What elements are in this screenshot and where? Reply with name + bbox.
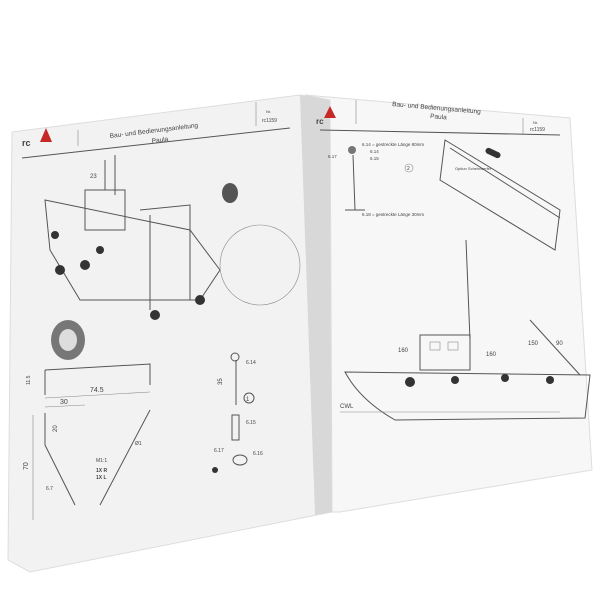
nr-value: rc1159 — [262, 118, 277, 124]
scale-label: M1:1 — [96, 458, 107, 464]
dim-35: 35 — [218, 378, 224, 385]
dim-70: 70 — [23, 462, 30, 470]
note-length-30: 6.18 = gestreckte Länge 30mm — [362, 212, 424, 217]
bracket-drawing: 11.5 74.5 30 20 70 Ø1 6.7 M1:1 1X R 1X L — [23, 363, 151, 520]
label-6-16: 6.16 — [253, 451, 263, 457]
logo-text: rc — [22, 138, 31, 148]
deck-detail-drawing: Option Scheinwerfer — [439, 139, 561, 251]
boat-assembly-drawing: 23 — [44, 155, 301, 360]
label-6-17: 6.17 — [214, 448, 224, 454]
parts-drawing: 35 6.14 1 6.15 6.16 6.17 — [212, 352, 263, 473]
label-6-15: 6.15 — [246, 420, 256, 426]
qty-right: 1X R — [96, 468, 108, 474]
logo-icon — [40, 128, 52, 142]
right-page: rc Bau- und Bedienungsanleitung Paula Nr… — [304, 94, 593, 513]
dim-160-b: 160 — [486, 352, 497, 358]
nr-value: rc1159 — [530, 127, 545, 133]
dim-diameter: Ø1 — [135, 441, 142, 447]
label-6-7: 6.7 — [46, 486, 53, 492]
boat-side-view: 160 160 150 90 CWL — [340, 239, 591, 421]
nr-label: Nr. — [533, 120, 538, 125]
step-number: 2 — [407, 166, 410, 172]
label-6-15: 6.15 — [370, 156, 379, 161]
nr-label: Nr. — [266, 109, 271, 114]
qty-left: 1X L — [96, 475, 107, 481]
detail-label: Option Scheinwerfer — [455, 166, 492, 171]
dim-150: 150 — [528, 341, 539, 347]
logo-text: rc — [316, 117, 324, 126]
dim-30: 30 — [60, 399, 68, 406]
label-6-14: 6.14 — [370, 149, 379, 154]
label-23: 23 — [90, 174, 97, 180]
logo-icon — [324, 106, 336, 118]
cwl-label: CWL — [340, 404, 354, 410]
manual-subtitle: Paula — [151, 136, 169, 145]
dim-160-a: 160 — [398, 348, 409, 354]
step-number: 1 — [246, 397, 250, 403]
note-length-80: 6.14 = gestreckte Länge 80mm — [362, 142, 424, 147]
dim-11-5: 11.5 — [26, 375, 32, 385]
dim-20: 20 — [53, 425, 59, 432]
manual-subtitle: Paula — [430, 113, 448, 121]
label-6-14: 6.14 — [246, 360, 256, 366]
dim-74-5: 74.5 — [90, 387, 104, 394]
mast-detail-drawing: 6.14 = gestreckte Länge 80mm 6.17 6.14 6… — [328, 142, 424, 217]
label-6-17: 6.17 — [328, 154, 337, 159]
dim-90: 90 — [556, 341, 563, 347]
left-page: rc Bau- und Bedienungsanleitung Paula Nr… — [7, 94, 333, 573]
